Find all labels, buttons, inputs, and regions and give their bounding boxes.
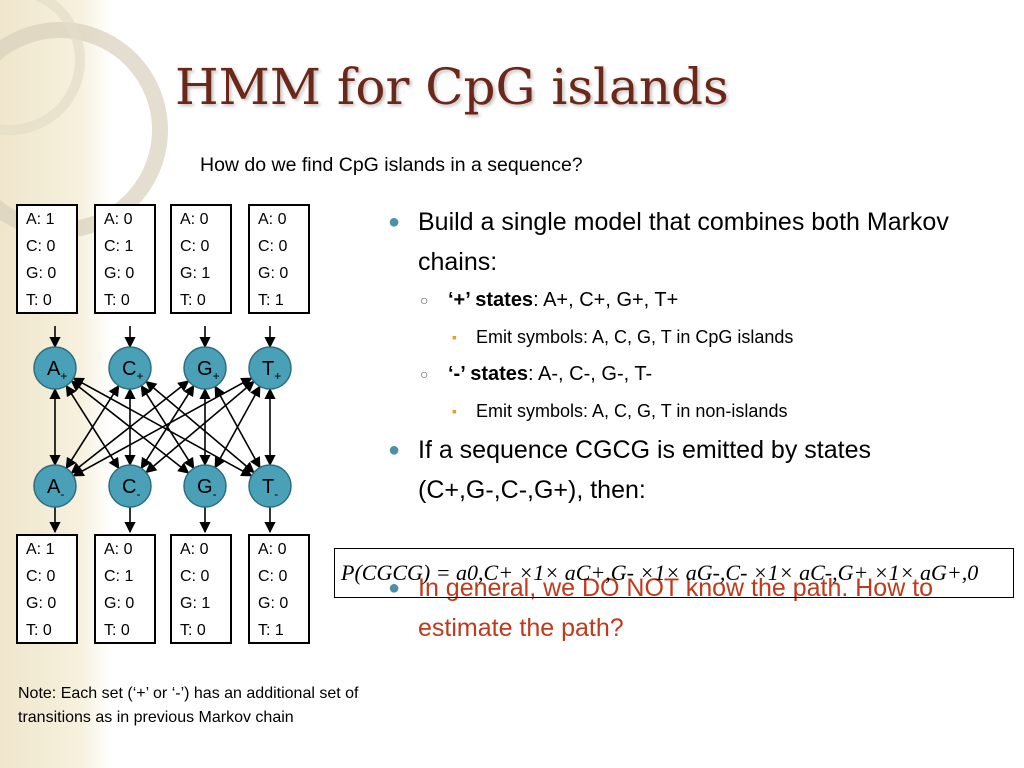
- emission-c: C: 1: [104, 238, 134, 255]
- plus-states-list: : A+, C+, G+, T+: [533, 289, 679, 311]
- emission-g: G: 0: [26, 595, 57, 612]
- emission-c: C: 0: [26, 568, 56, 585]
- state-a-minus: A-: [33, 464, 77, 508]
- state-g-plus: G+: [183, 346, 227, 390]
- footnote: Note: Each set (‘+’ or ‘-’) has an addit…: [18, 685, 359, 726]
- emission-t: T: 0: [180, 292, 206, 309]
- emission-t: T: 0: [104, 292, 130, 309]
- emission-a: A: 0: [180, 211, 209, 228]
- minus-states-list: : A-, C-, G-, T-: [528, 363, 653, 385]
- state-label: G-: [197, 476, 217, 501]
- emission-a: A: 0: [180, 541, 209, 558]
- emission-a: A: 1: [26, 541, 55, 558]
- emission-box-a-plus: A: 1 C: 0 G: 0 T: 0: [16, 204, 78, 314]
- state-t-minus: T-: [248, 464, 292, 508]
- bullet-diamond-icon: ▪: [452, 329, 457, 345]
- slide-title: HMM for CpG islands: [175, 58, 729, 116]
- emission-c: C: 0: [258, 568, 288, 585]
- bullet-diamond-icon: ▪: [452, 403, 457, 419]
- state-g-minus: G-: [183, 464, 227, 508]
- emission-box-c-minus: A: 0 C: 1 G: 0 T: 0: [94, 534, 156, 644]
- state-a-plus: A+: [33, 346, 77, 390]
- emission-g: G: 0: [104, 595, 135, 612]
- emission-c: C: 0: [180, 568, 210, 585]
- emission-g: G: 0: [26, 265, 57, 282]
- emission-t: T: 0: [26, 622, 52, 639]
- state-label: C-: [122, 476, 140, 501]
- bullet-minus-emit: ▪ Emit symbols: A, C, G, T in non-island…: [388, 392, 1018, 430]
- bullet-plus-emit: ▪ Emit symbols: A, C, G, T in CpG island…: [388, 318, 1018, 356]
- emission-t: T: 0: [180, 622, 206, 639]
- transition-arrows: [49, 326, 276, 534]
- emission-box-t-minus: A: 0 C: 0 G: 0 T: 1: [248, 534, 310, 644]
- state-nodes: A+ C+ G+ T+ A- C- G- T-: [33, 346, 292, 508]
- emission-t: T: 0: [104, 622, 130, 639]
- emission-c: C: 1: [104, 568, 134, 585]
- slide-subtitle: How do we find CpG islands in a sequence…: [200, 154, 583, 176]
- state-c-minus: C-: [108, 464, 152, 508]
- state-label: A-: [47, 476, 64, 501]
- emission-t: T: 0: [26, 292, 52, 309]
- emission-g: G: 0: [258, 265, 289, 282]
- bullet-dot-icon: ●: [388, 439, 401, 461]
- bullet-text: If a sequence CGCG is emitted by states …: [418, 436, 871, 504]
- emission-g: G: 0: [258, 595, 289, 612]
- emission-box-g-minus: A: 0 C: 0 G: 1 T: 0: [170, 534, 232, 644]
- bullet-plus-states: ○ ‘+’ states: A+, C+, G+, T+: [388, 282, 1018, 318]
- bullet-dot-icon: ●: [388, 211, 401, 233]
- emission-t: T: 1: [258, 292, 284, 309]
- plus-states-label: ‘+’ states: [448, 289, 534, 311]
- bullet-sequence: ● If a sequence CGCG is emitted by state…: [388, 430, 1018, 510]
- bullet-ring-icon: ○: [420, 366, 429, 382]
- bullet-ring-icon: ○: [420, 292, 429, 308]
- bullet-build-model: ● Build a single model that combines bot…: [388, 202, 1018, 282]
- emission-a: A: 0: [258, 211, 287, 228]
- bullet-dot-icon: ●: [388, 577, 401, 599]
- bullet-text: Emit symbols: A, C, G, T in non-islands: [476, 401, 788, 421]
- bullet-minus-states: ○ ‘-’ states: A-, C-, G-, T-: [388, 356, 1018, 392]
- emission-c: C: 0: [26, 238, 56, 255]
- emission-c: C: 0: [180, 238, 210, 255]
- state-label: T-: [262, 476, 278, 501]
- state-c-plus: C+: [108, 346, 152, 390]
- probability-formula: P(CGCG) = a0,C+ ×1× aC+,G- ×1× aG-,C- ×1…: [334, 548, 1014, 598]
- emission-a: A: 0: [258, 541, 287, 558]
- state-t-plus: T+: [248, 346, 292, 390]
- emission-g: G: 1: [180, 265, 211, 282]
- bullet-text: Build a single model that combines both …: [418, 208, 949, 276]
- emission-box-c-plus: A: 0 C: 1 G: 0 T: 0: [94, 204, 156, 314]
- emission-box-t-plus: A: 0 C: 0 G: 0 T: 1: [248, 204, 310, 314]
- bullet-list: ● Build a single model that combines bot…: [388, 202, 1018, 648]
- state-path: C+,G-,C-,G+: [426, 476, 569, 504]
- emission-a: A: 0: [104, 541, 133, 558]
- transition-arrow: [214, 385, 261, 469]
- emission-a: A: 0: [104, 211, 133, 228]
- emission-box-g-plus: A: 0 C: 0 G: 1 T: 0: [170, 204, 232, 314]
- emission-t: T: 1: [258, 622, 284, 639]
- emission-box-a-minus: A: 1 C: 0 G: 0 T: 0: [16, 534, 78, 644]
- emission-g: G: 1: [180, 595, 211, 612]
- emission-a: A: 1: [26, 211, 55, 228]
- bullet-text-end: ), then:: [568, 476, 646, 504]
- bullet-text: Emit symbols: A, C, G, T in CpG islands: [476, 327, 794, 347]
- emission-g: G: 0: [104, 265, 135, 282]
- emission-c: C: 0: [258, 238, 288, 255]
- minus-states-label: ‘-’ states: [448, 363, 529, 385]
